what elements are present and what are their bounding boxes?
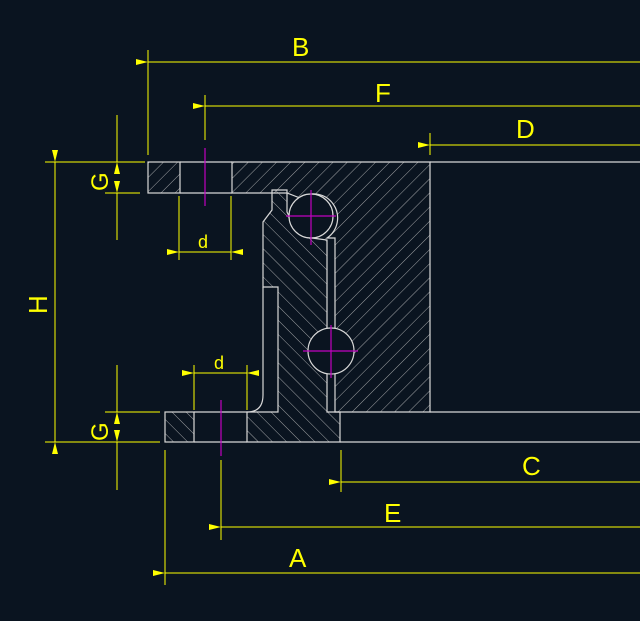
dimension-label-f: F	[375, 78, 391, 108]
dimension-label-c: C	[522, 451, 541, 481]
outer-ring	[147, 161, 640, 413]
dimension-label-g-top: G	[87, 172, 114, 191]
center-lines	[204, 148, 358, 456]
dimension-label-e: E	[384, 498, 401, 528]
dimension-label-d-top: d	[198, 232, 208, 252]
dimension-label-d-bottom: d	[214, 353, 224, 373]
dimension-label-h: H	[23, 295, 53, 314]
dimension-lines	[45, 50, 640, 585]
dimension-label-d: D	[516, 114, 535, 144]
dimension-label-b: B	[292, 32, 309, 62]
dimension-label-a: A	[289, 543, 307, 573]
dimension-label-g-bottom: G	[87, 422, 114, 441]
